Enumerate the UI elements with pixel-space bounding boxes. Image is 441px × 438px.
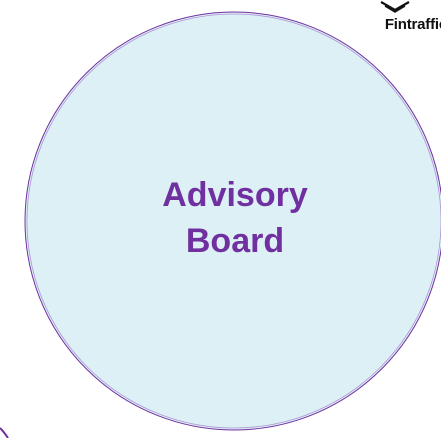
fintraffic-logo-icon (380, 1, 410, 13)
adjacent-circle-arc (0, 427, 9, 438)
advisory-board-circle (24, 11, 441, 431)
advisory-board-label: Advisory Board (120, 172, 350, 264)
fintraffic-logo-text: Fintraffic (384, 16, 441, 33)
fintraffic-logo: Fintraffic (351, 0, 441, 40)
advisory-board-label-line1: Advisory (162, 176, 308, 214)
advisory-board-circle-outline (26, 13, 441, 429)
advisory-board-label-line2: Board (185, 222, 285, 260)
